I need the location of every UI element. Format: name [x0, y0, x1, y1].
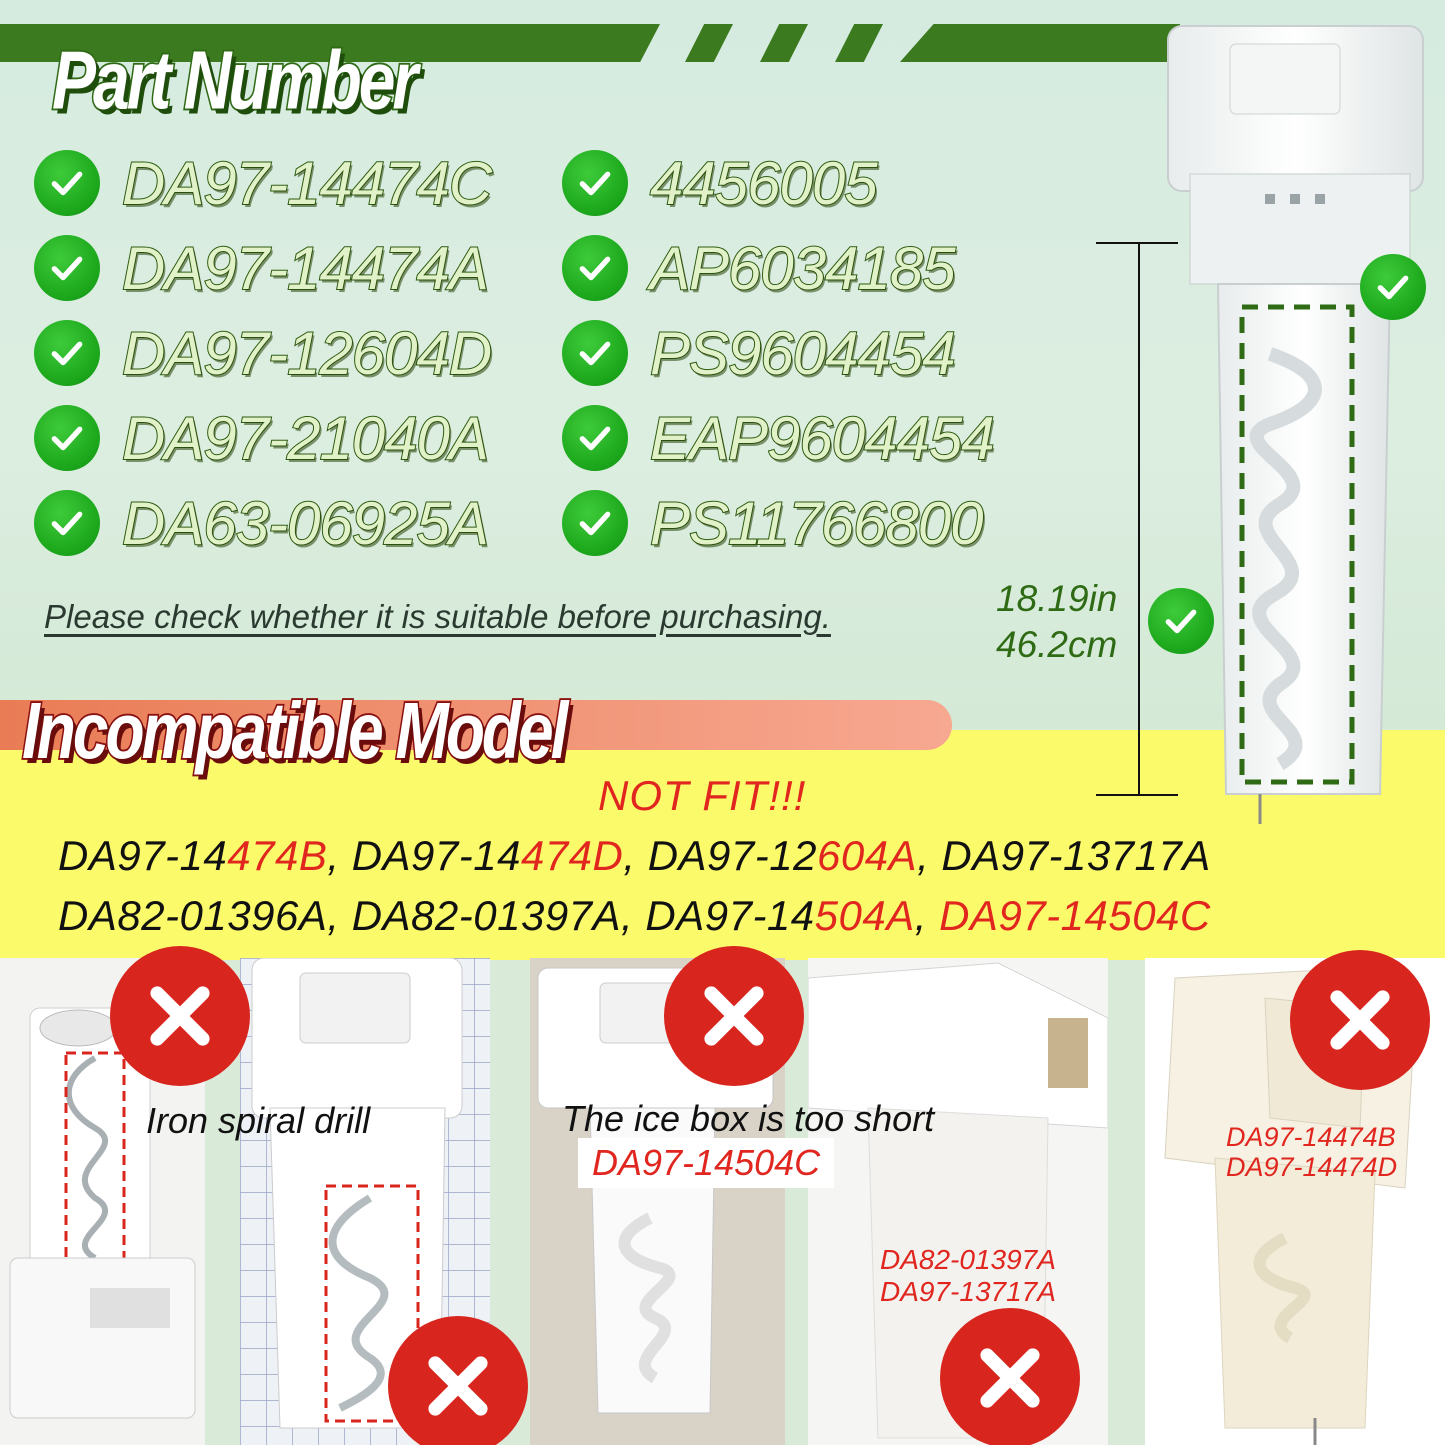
- check-icon: [34, 490, 100, 556]
- photo5-model-2: DA97-14474D: [1226, 1152, 1398, 1182]
- incompatible-heading: Incompatible Model: [20, 683, 569, 777]
- x-icon: [388, 1316, 528, 1445]
- part-number: 4456005: [649, 149, 879, 218]
- part-number: DA97-14474A: [121, 234, 490, 303]
- photo5-model-1: DA97-14474B: [1226, 1122, 1396, 1152]
- model-segment: 474D: [520, 832, 624, 879]
- dimension-cm: 46.2cm: [996, 624, 1118, 665]
- photo4-model-1: DA82-01397A: [880, 1244, 1056, 1275]
- header-stripe: [0, 24, 1180, 62]
- iron-auger-image: [9, 1007, 196, 1419]
- dimension-line: [1138, 244, 1140, 796]
- iron-spiral-caption: Iron spiral drill: [146, 1100, 371, 1141]
- part-number: DA97-14474C: [121, 149, 493, 218]
- model-segment: , DA97-14: [327, 832, 521, 879]
- check-icon: [34, 405, 100, 471]
- ice-bucket-auger-image: [1167, 25, 1424, 824]
- spiral-drill-image: [240, 958, 490, 1445]
- model-segment: 474B: [227, 832, 328, 879]
- model-segment: ,: [914, 892, 940, 939]
- model-segment: , DA97-13717A: [917, 832, 1211, 879]
- ice-box-model-label: DA97-14504C: [578, 1138, 835, 1188]
- incompatible-models-line-2: DA82-01396A, DA82-01397A, DA97-14504A, D…: [58, 892, 1211, 940]
- part-item: AP6034185: [562, 233, 957, 303]
- check-icon: [1148, 588, 1214, 654]
- x-icon: [664, 946, 804, 1086]
- part-number: PS9604454: [649, 319, 957, 388]
- part-item: PS9604454: [562, 318, 957, 388]
- part-item: DA63-06925A: [34, 488, 490, 558]
- purchase-notice: Please check whether it is suitable befo…: [44, 598, 831, 635]
- part-item: PS11766800: [562, 488, 985, 558]
- incompatible-photo-2: [240, 958, 490, 1445]
- check-icon: [34, 320, 100, 386]
- part-number: DA97-12604D: [121, 319, 493, 388]
- x-icon: [1290, 950, 1430, 1090]
- header-stripe-dash: [685, 24, 733, 62]
- ice-box-model: DA97-14504C: [592, 1142, 821, 1183]
- check-icon: [562, 490, 628, 556]
- part-number: DA63-06925A: [121, 489, 490, 558]
- ice-box-short-caption: The ice box is too short: [562, 1098, 935, 1139]
- part-number: AP6034185: [649, 234, 957, 303]
- model-segment: DA97-14: [58, 832, 228, 879]
- header-stripe-dash: [835, 24, 883, 62]
- yellow-band: [0, 730, 1445, 960]
- part-item: DA97-21040A: [34, 403, 490, 473]
- part-number-heading: Part Number: [50, 31, 419, 127]
- part-item: EAP9604454: [562, 403, 996, 473]
- part-item: 4456005: [562, 148, 879, 218]
- part-item: DA97-14474C: [34, 148, 493, 218]
- model-segment: 604A: [816, 832, 918, 879]
- part-item: DA97-12604D: [34, 318, 493, 388]
- check-icon: [34, 235, 100, 301]
- x-icon: [110, 946, 250, 1086]
- part-number: EAP9604454: [649, 404, 996, 473]
- not-fit-label: NOT FIT!!!: [598, 772, 807, 819]
- check-icon: [562, 320, 628, 386]
- part-item: DA97-14474A: [34, 233, 490, 303]
- dimension-cap-bottom: [1096, 794, 1178, 796]
- part-number: DA97-21040A: [121, 404, 490, 473]
- incompatible-banner: [0, 700, 952, 750]
- header-stripe-dash: [760, 24, 808, 62]
- dimension-inches: 18.19in: [996, 578, 1118, 619]
- check-icon: [562, 235, 628, 301]
- model-segment: DA97-14504C: [939, 892, 1211, 939]
- check-icon: [34, 150, 100, 216]
- incompatible-models-line-1: DA97-14474B, DA97-14474D, DA97-12604A, D…: [58, 832, 1211, 880]
- header-stripe-solid: [0, 24, 660, 62]
- part-number: PS11766800: [649, 489, 985, 558]
- x-icon: [940, 1308, 1080, 1445]
- header-stripe-tail: [900, 24, 1180, 62]
- check-icon: [562, 405, 628, 471]
- model-segment: 504A: [814, 892, 915, 939]
- check-icon: [1360, 254, 1426, 320]
- check-icon: [562, 150, 628, 216]
- dimension-cap-top: [1096, 242, 1178, 244]
- model-segment: , DA97-12: [623, 832, 817, 879]
- model-segment: DA82-01396A, DA82-01397A, DA97-14: [58, 892, 815, 939]
- photo4-model-2: DA97-13717A: [880, 1276, 1056, 1307]
